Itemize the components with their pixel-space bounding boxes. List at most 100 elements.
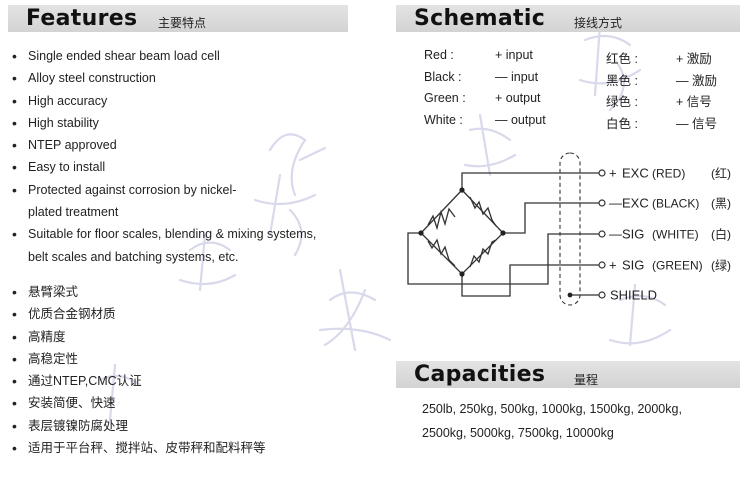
feature-item: • Protected against corrosion by nickel-p… <box>10 179 350 224</box>
feature-item: • 适用于平台秤、搅拌站、皮带秤和配料秤等 <box>10 437 350 459</box>
wire-signal: — input <box>495 69 539 84</box>
feature-item: • 优质合金钢材质 <box>10 303 350 325</box>
feature-text: 悬臂梁式 <box>28 285 79 299</box>
feature-text: 表层镀镍防腐处理 <box>28 418 129 433</box>
terminal-color-zh: (红) <box>711 166 731 181</box>
bullet-icon: • <box>12 306 17 323</box>
feature-item: • NTEP approved <box>10 134 350 156</box>
features-list-zh: • 悬臂梁式 • 优质合金钢材质 • 高精度 • 高稳定性 • 通过NTEP,CMC认证 • 安装简便… <box>10 281 350 459</box>
terminal-sig-plus <box>598 261 606 269</box>
bullet-icon: • <box>12 159 17 176</box>
terminal-exc-minus <box>598 199 606 207</box>
terminal-sign: — <box>609 196 622 211</box>
features-title-zh: 主要特点 <box>158 16 207 30</box>
wire-color-zh: 绿色 : <box>606 95 638 109</box>
wire-signal: + input <box>495 48 533 62</box>
terminal-color: (GREEN) <box>652 259 703 273</box>
feature-item: • 表层镀镍防腐处理 <box>10 415 350 437</box>
feature-text: 适用于平台秤、搅拌站、皮带秤和配料秤等 <box>28 441 266 456</box>
feature-text-continued: belt scales and batching systems, etc. <box>28 249 239 264</box>
feature-text: Suitable for floor scales, blending & mi… <box>28 227 317 242</box>
terminal-sig-minus <box>598 230 606 238</box>
terminal-sign: + <box>609 166 617 181</box>
feature-item: • Suitable for floor scales, blending & m… <box>10 223 350 268</box>
bullet-icon: • <box>12 328 17 345</box>
bullet-icon: • <box>12 137 17 154</box>
feature-text-continued: plated treatment <box>28 205 119 220</box>
bullet-icon: • <box>12 284 17 300</box>
wire-signal-zh: — 激励 <box>676 73 717 88</box>
schematic-title: Schematic <box>414 6 546 31</box>
feature-text: Single ended shear beam load cell <box>28 49 220 63</box>
terminal-color-zh: (绿) <box>711 258 731 273</box>
terminal-exc-plus <box>598 169 606 177</box>
wire-signal-zh: — 信号 <box>676 116 717 131</box>
terminal-sign: — <box>609 227 622 242</box>
schematic-title-zh: 接线方式 <box>574 16 623 30</box>
feature-text: NTEP approved <box>28 138 117 153</box>
wire-color-zh: 黑色 : <box>606 73 638 88</box>
feature-text: High stability <box>28 115 99 130</box>
feature-item: • 高稳定性 <box>10 348 350 370</box>
wire-signal: — output <box>495 112 546 127</box>
wire-color: Black : <box>424 69 462 84</box>
terminal-color: (BLACK) <box>652 197 699 211</box>
feature-item: • Alloy steel construction <box>10 67 350 89</box>
feature-item: • High accuracy <box>10 90 350 112</box>
features-list-en: • Single ended shear beam load cell • Alloy… <box>10 45 350 268</box>
capacities-header: Capacities 量程 <box>396 361 740 388</box>
terminal-label: SIG <box>622 227 644 242</box>
features-header: Features 主要特点 <box>8 5 348 32</box>
bullet-icon: • <box>12 70 17 87</box>
feature-text: 优质合金钢材质 <box>28 307 116 322</box>
terminal-label: EXC <box>622 196 649 211</box>
bullet-icon: • <box>12 226 17 243</box>
terminal-shield <box>598 291 606 299</box>
wire-color: Red : <box>424 48 454 62</box>
wire-signal-zh: + 信号 <box>676 95 712 109</box>
wire-color: White : <box>424 112 463 127</box>
bullet-icon: • <box>12 417 17 434</box>
feature-text: High accuracy <box>28 93 108 108</box>
feature-item: • 高精度 <box>10 326 350 348</box>
bullet-icon: • <box>12 373 17 390</box>
bullet-icon: • <box>12 350 17 367</box>
feature-text: 通过NTEP,CMC认证 <box>28 374 142 389</box>
capacities-line-2: 2500kg, 5000kg, 7500kg, 10000kg <box>422 426 614 440</box>
feature-item: • 通过NTEP,CMC认证 <box>10 370 350 392</box>
terminal-color-zh: (黑) <box>711 197 731 211</box>
bullet-icon: • <box>12 114 17 131</box>
wire-signal-zh: + 激励 <box>676 52 712 66</box>
shield-label: SHIELD <box>610 288 657 303</box>
terminal-color: (RED) <box>652 167 685 181</box>
terminal-sign: + <box>609 258 617 273</box>
feature-text: Alloy steel construction <box>28 71 156 86</box>
feature-item: • Easy to install <box>10 156 350 178</box>
feature-text: 高精度 <box>28 329 66 344</box>
wire-color-zh: 白色 : <box>606 116 638 131</box>
bullet-icon: • <box>12 48 17 64</box>
terminal-color-zh: (白) <box>711 227 731 242</box>
feature-text: 高稳定性 <box>28 351 79 366</box>
feature-item: • High stability <box>10 112 350 134</box>
feature-item: • Single ended shear beam load cell <box>10 45 350 67</box>
bullet-icon: • <box>12 440 17 457</box>
feature-item: • 悬臂梁式 <box>10 281 350 303</box>
feature-text: 安装简便、快速 <box>28 396 116 411</box>
capacities-title-zh: 量程 <box>574 373 599 387</box>
bullet-icon: • <box>12 395 17 412</box>
feature-item: • 安装简便、快速 <box>10 392 350 414</box>
bullet-icon: • <box>12 181 17 198</box>
features-title: Features <box>26 6 138 31</box>
schematic-header: Schematic 接线方式 <box>396 5 740 32</box>
terminal-color: (WHITE) <box>652 228 699 242</box>
feature-text: Easy to install <box>28 160 106 175</box>
capacities-line-1: 250lb, 250kg, 500kg, 1000kg, 1500kg, 200… <box>422 402 682 416</box>
wire-color-zh: 红色 : <box>606 52 638 66</box>
terminal-label: SIG <box>622 258 644 273</box>
wire-color: Green : <box>424 91 466 105</box>
feature-text: Protected against corrosion by nickel- <box>28 182 237 197</box>
terminal-label: EXC <box>622 166 649 181</box>
wire-signal: + output <box>495 91 541 105</box>
bullet-icon: • <box>12 92 17 109</box>
